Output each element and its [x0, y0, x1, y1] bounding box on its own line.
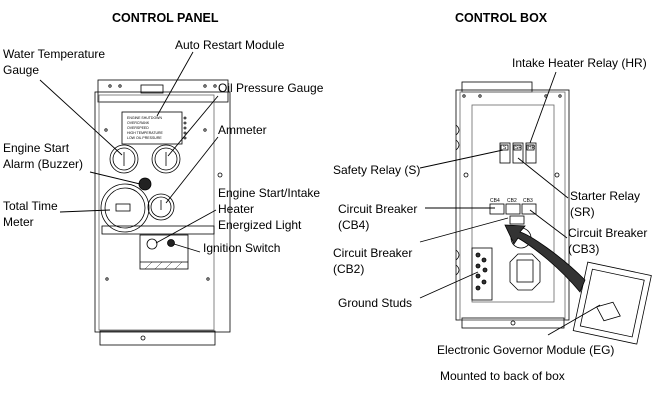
label-safety: Safety Relay (S) — [333, 163, 421, 177]
label-cb3: Circuit Breaker(CB3) — [568, 226, 648, 256]
hr-tag: HR — [528, 145, 536, 151]
module-line: LOW OIL PRESSURE — [127, 136, 162, 140]
module-line: ENGINE SHUTDOWN — [127, 116, 162, 120]
module-line: OVERSPEED — [127, 126, 149, 130]
control-box-drawing — [455, 81, 652, 345]
control-box-title: CONTROL BOX — [455, 11, 548, 25]
label-auto-restart: Auto Restart Module — [175, 38, 285, 52]
cb3-tag: CB3 — [523, 198, 533, 204]
leader-lines — [39, 51, 601, 336]
label-starter: Starter Relay(SR) — [570, 189, 641, 219]
sr-tag: SR — [515, 145, 522, 151]
label-cb4: Circuit Breaker(CB4) — [338, 202, 418, 232]
control-panel-drawing — [94, 79, 231, 346]
label-oil-pressure: Oil Pressure Gauge — [218, 81, 324, 95]
cb4-tag: CB4 — [490, 198, 500, 204]
label-eg: Electronic Governor Module (EG) — [437, 343, 615, 357]
auto-restart-module — [121, 111, 183, 145]
module-line: HIGH TEMPERATURE — [127, 131, 164, 135]
label-note: Mounted to back of box — [440, 369, 565, 383]
control-panel-title: CONTROL PANEL — [112, 11, 219, 25]
module-legend: ENGINE SHUTDOWN OVERCRANK OVERSPEED HIGH… — [127, 116, 164, 140]
switch-plate — [139, 234, 189, 270]
governor-module — [572, 261, 652, 345]
label-hr: Intake Heater Relay (HR) — [512, 56, 647, 70]
label-cb2: Circuit Breaker(CB2) — [333, 246, 413, 276]
cb2-tag: CB2 — [507, 198, 517, 204]
module-line: OVERCRANK — [127, 121, 150, 125]
label-ground: Ground Studs — [338, 296, 413, 310]
buzzer — [138, 177, 152, 191]
s-tag: S — [503, 145, 507, 151]
mounting-arrow — [504, 224, 586, 293]
label-ammeter: Ammeter — [218, 123, 267, 137]
label-ignition: Ignition Switch — [203, 241, 281, 255]
